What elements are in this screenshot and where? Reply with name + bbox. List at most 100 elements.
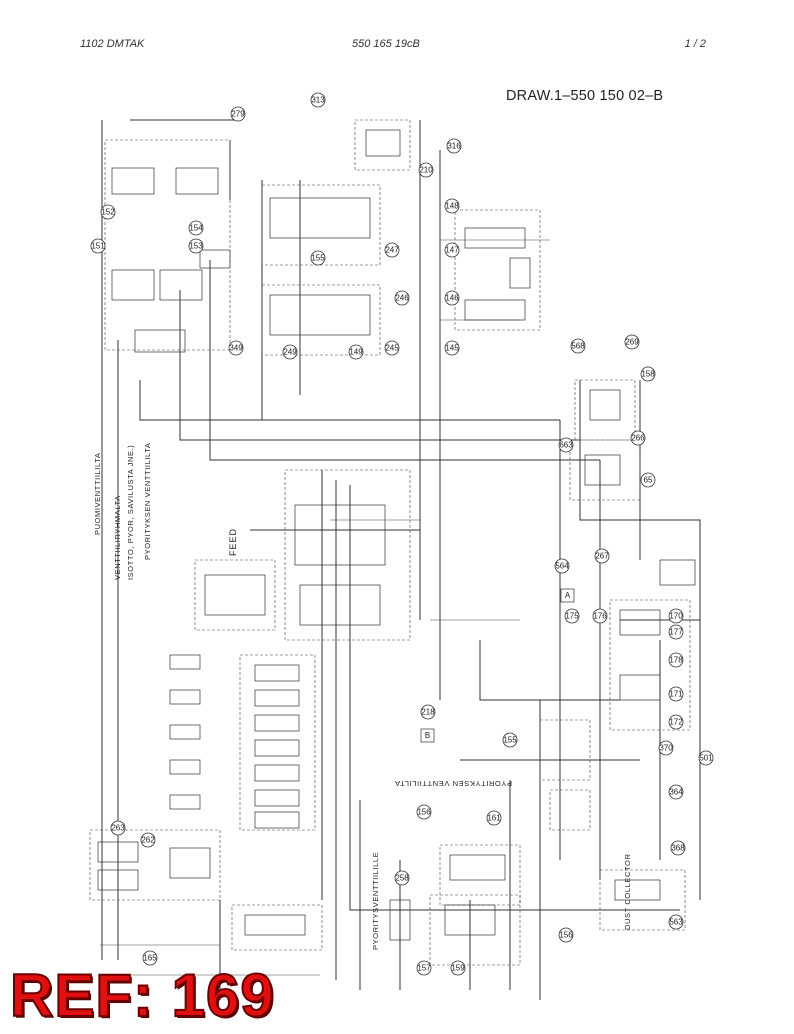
callout-circle [444,340,460,356]
callout-number: 269 [625,338,639,347]
callout-number: 65 [644,476,653,485]
callout-circle [142,950,158,966]
callout-circle [668,784,684,800]
callout-number: 159 [451,964,465,973]
callout-158: 158 [640,366,656,382]
callout-176: 176 [592,608,608,624]
callout-161: 161 [486,810,502,826]
label-dust-collector: DUST COLLECTOR [623,854,632,930]
label-pyoritys-left: PYORITYKSEN VENTTIILILTA [143,443,152,560]
wiring-lines [100,119,701,1000]
callout-number: 175 [565,612,579,621]
callout-146: 146 [444,290,460,306]
callout-170: 170 [668,608,684,624]
callout-circle [698,750,714,766]
callout-circle [640,472,656,488]
label-pyoritys-bottom: PYORITYSVENTTIILILLE [371,852,380,950]
callout-number: 246 [395,294,409,303]
callout-circle [640,366,656,382]
callout-bubbles: 3132793161521541531512101481471461451552… [90,92,714,976]
callout-number: 149 [349,348,363,357]
callout-568: 568 [570,338,586,354]
label-pyoritys-right: PYORITYKSEN VENTTIILILTA [395,779,512,788]
callout-number: 368 [671,844,685,853]
callout-number: 316 [447,142,461,151]
callout-245: 245 [384,340,400,356]
callout-175: 175 [564,608,580,624]
callout-563: 563 [668,914,684,930]
callout-circle [502,732,518,748]
callout-circle [444,242,460,258]
callout-177: 177 [668,624,684,640]
callout-147: 147 [444,242,460,258]
callout-number: 563 [669,918,683,927]
callout-218: 218 [420,704,436,720]
callout-279: 279 [230,106,246,122]
callout-circle [418,162,434,178]
callout-circle [594,548,610,564]
callout-circle [444,198,460,214]
callout-number: 267 [595,552,609,561]
box-markers: A B [420,588,575,743]
callout-circle [282,344,298,360]
callout-number: 262 [141,836,155,845]
callout-circle [570,338,586,354]
callout-368: 368 [670,840,686,856]
callout-number: 155 [503,736,517,745]
callout-circle [228,340,244,356]
callout-149: 149 [348,344,364,360]
callout-number: 249 [283,348,297,357]
callout-circle [416,804,432,820]
callout-circle [658,740,674,756]
callout-145: 145 [444,340,460,356]
callout-number: 165 [143,954,157,963]
label-isotto: ISOTTO, PYOR, SAVILUSTA JNE.) [126,445,135,580]
callout-501: 501 [698,750,714,766]
callout-155: 155 [310,250,326,266]
header-document-code: 1102 DMTAK [80,38,145,50]
header-page-number: 1 / 2 [684,38,706,50]
callout-number: 151 [91,242,105,251]
callout-153: 153 [188,238,204,254]
callout-246: 246 [394,290,410,306]
callout-circle [188,238,204,254]
callout-circle [592,608,608,624]
callout-number: 564 [555,562,569,571]
callout-circle [558,437,574,453]
header-part-number: 550 165 19cB [352,38,420,50]
callout-number: 176 [593,612,607,621]
callout-316: 316 [446,138,462,154]
callout-circle [420,704,436,720]
label-puomi: PUOMIVENTTIILILTA [93,453,102,535]
callout-circle [110,820,126,836]
callout-364: 364 [668,784,684,800]
callout-number: 146 [445,294,459,303]
callout-number: 349 [229,344,243,353]
callout-circle [384,242,400,258]
callout-circle [450,960,466,976]
callout-157: 157 [416,960,432,976]
callout-171: 171 [668,686,684,702]
callout-152: 152 [100,204,116,220]
callout-circle [558,927,574,943]
box-marker-a: A [565,591,571,600]
callout-number: 370 [659,744,673,753]
vertical-labels: PUOMIVENTTIILILTA VENTTIILIRYHMALTA ISOT… [93,443,632,950]
callout-circle [230,106,246,122]
callout-number: 155 [311,254,325,263]
callout-circle [394,870,410,886]
callout-circle [140,832,156,848]
callout-269: 269 [624,334,640,350]
callout-151: 151 [90,238,106,254]
callout-circle [668,624,684,640]
callout-circle [668,608,684,624]
box-marker-b: B [425,731,430,740]
label-feed: FEED [228,528,238,556]
callout-number: 263 [111,824,125,833]
callout-172: 172 [668,714,684,730]
callout-circle [668,652,684,668]
callout-number: 156 [417,808,431,817]
callout-number: 266 [631,434,645,443]
callout-266: 266 [630,430,646,446]
